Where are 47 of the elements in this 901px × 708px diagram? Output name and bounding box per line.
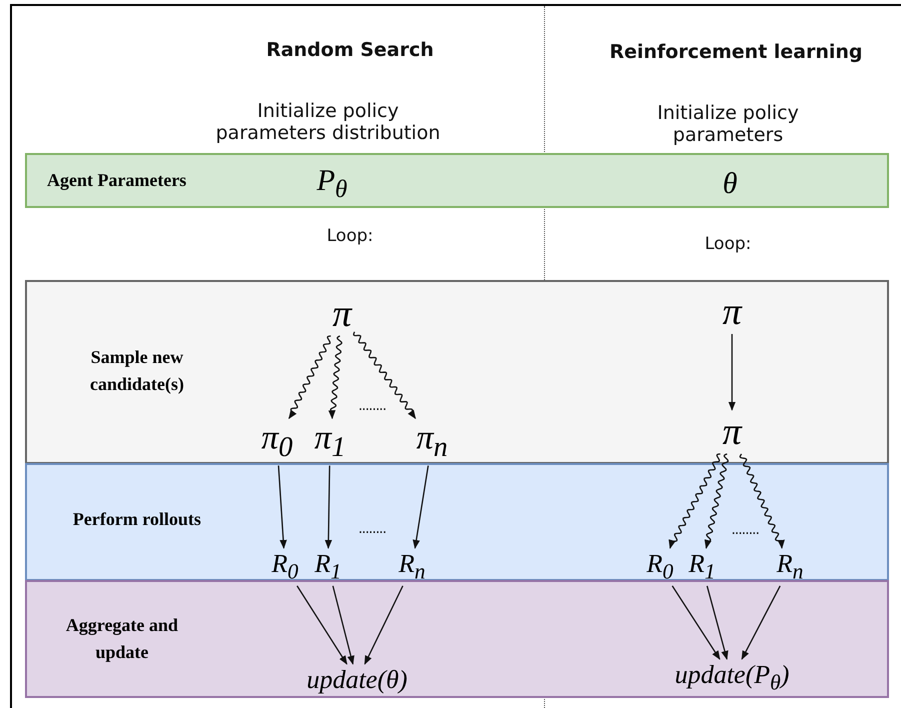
wavy-arrow [739,454,785,549]
stage-band [25,463,889,581]
parameter-symbol: θ [722,169,738,199]
policy-symbol: π [332,295,352,333]
return-symbol: R$_{0}$ [272,551,298,583]
instruction-text: Initialize policy parameters distribution [214,100,442,144]
wavy-arrow [668,453,720,549]
arrow [741,586,781,660]
arrow [278,466,287,549]
instruction-text: Initialize policy parameters [656,102,800,146]
wavy-arrow [704,453,729,549]
ellipsis: ........ [731,523,759,537]
policy-symbol: π [722,293,742,331]
return-symbol: R$_{n}$ [776,551,804,583]
stage-band [25,153,889,208]
loop-label: Loop: [326,226,374,246]
column-heading: Random Search [266,39,434,61]
ellipsis: ........ [358,399,386,413]
return-symbol: R$_{n}$ [398,551,426,583]
arrow [728,334,736,411]
parameter-symbol: P$_{θ}$ [316,166,348,202]
candidate-policy: π$_{1}$ [314,421,346,463]
ellipsis: ........ [358,522,386,536]
arrow [324,466,332,549]
stage-label: Perform rollouts [72,508,202,531]
stage-band [25,580,889,698]
arrow [672,586,720,660]
return-symbol: R$_{1}$ [314,551,342,583]
wavy-arrow [328,335,342,420]
candidate-policy: π$_{0}$ [261,421,293,463]
stage-label: Agent Parameters [47,169,188,192]
update-formula: update(P$_{θ}$) [674,662,790,694]
policy-symbol: π [722,413,742,451]
stage-band [25,280,889,464]
arrow [412,466,429,549]
column-heading: Reinforcement learning [609,41,863,63]
wavy-arrow [288,335,331,420]
return-symbol: R$_{0}$ [646,551,674,583]
stage-label: Aggregate and update [64,614,180,664]
stage-label: Sample new candidate(s) [89,346,185,396]
candidate-policy: π$_{n}$ [416,421,448,463]
arrow [296,586,348,665]
return-symbol: R$_{1}$ [688,551,716,583]
wavy-arrow [353,332,416,420]
loop-label: Loop: [704,234,752,254]
update-formula: update(θ) [306,667,408,693]
arrow [364,586,404,665]
